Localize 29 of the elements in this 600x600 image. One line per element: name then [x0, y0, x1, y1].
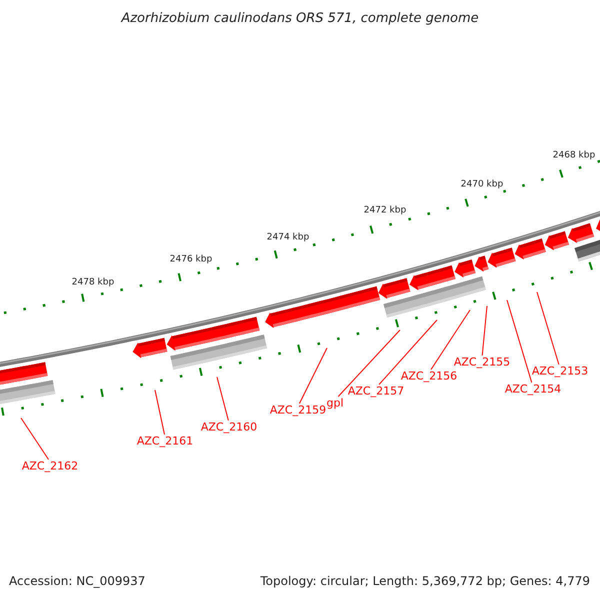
gene-label: AZC_2155 [454, 356, 510, 368]
scale-label: 2478 kbp [72, 278, 114, 288]
scale-label: 2468 kbp [552, 152, 596, 160]
leader-line [506, 300, 532, 383]
gene-label: AZC_2162 [22, 460, 78, 472]
leader-line [536, 292, 560, 365]
leader-line [20, 418, 50, 460]
scale-label: 2474 kbp [266, 234, 310, 242]
gene-label: gpl [326, 398, 344, 408]
leader-line [298, 348, 328, 404]
gene-label: AZC_2154 [504, 384, 562, 394]
scale-label: 2470 kbp [460, 180, 504, 190]
scale-label: 2472 kbp [364, 206, 406, 216]
genome-stats-text: Topology: circular; Length: 5,369,772 bp; Genes: 4,779 [260, 575, 590, 587]
leader-line [482, 306, 488, 356]
leader-line [216, 376, 229, 421]
leader-line [154, 390, 165, 435]
gene-label: AZC_2160 [200, 422, 258, 432]
gene-label: AZC_2159 [270, 404, 326, 416]
leader-line [430, 310, 470, 370]
leader-line [378, 320, 438, 385]
gene-label: AZC_2153 [532, 366, 588, 376]
leader-line [338, 330, 400, 397]
gene-label: AZC_2157 [348, 386, 404, 396]
gene-label: AZC_2161 [136, 436, 194, 446]
accession-text: Accession: NC_009937 [9, 575, 146, 587]
scale-label: 2476 kbp [170, 256, 212, 264]
chart-title: Azorhizobium caulinodans ORS 571, complete genome [121, 12, 479, 25]
gene-label: AZC_2156 [400, 370, 458, 382]
